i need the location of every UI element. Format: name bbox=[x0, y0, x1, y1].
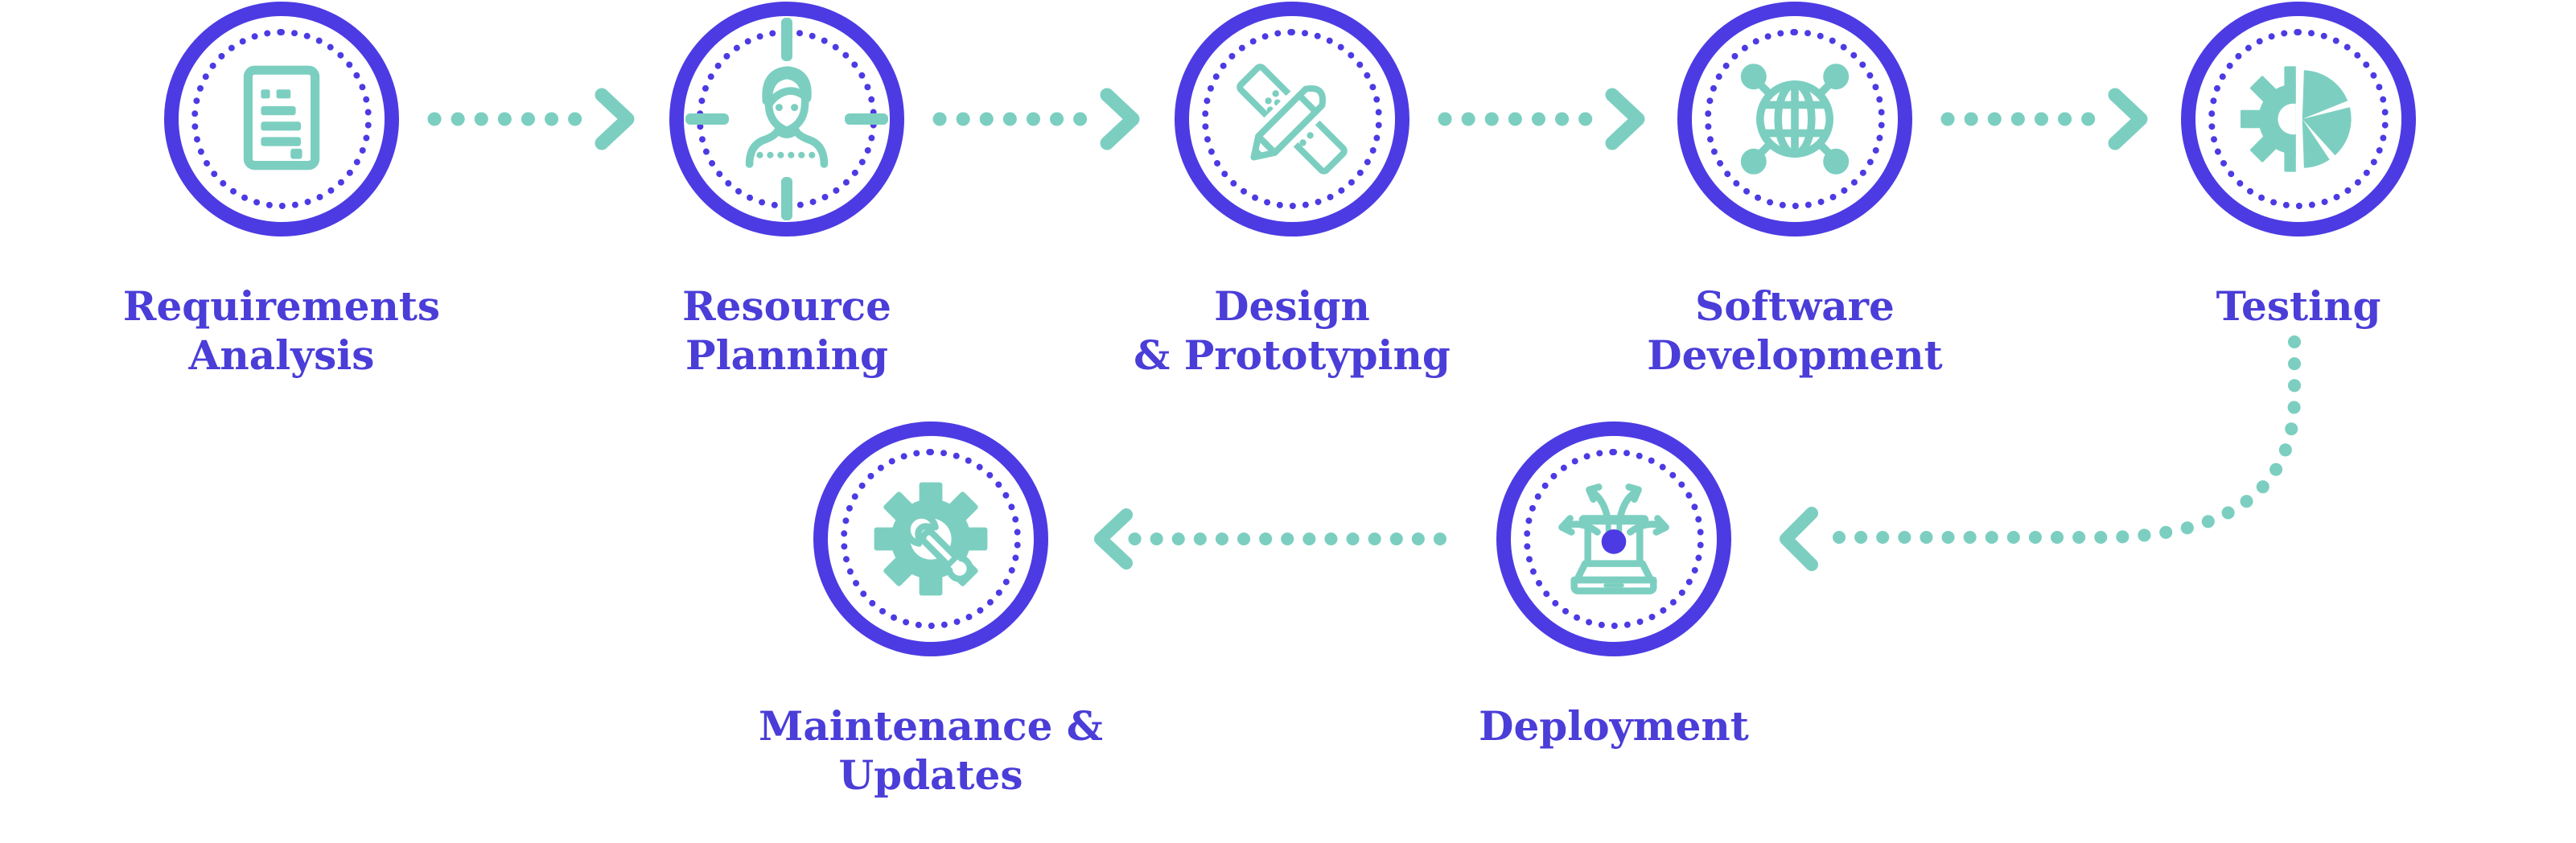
dotted-ring bbox=[191, 29, 372, 209]
gear-pie-icon bbox=[2241, 66, 2352, 172]
pencil-ruler-icon bbox=[1233, 62, 1349, 178]
stage-circle bbox=[1175, 2, 1409, 236]
globe-network-icon bbox=[1740, 64, 1850, 175]
dotted-ring bbox=[1705, 29, 1885, 209]
stage-software-development: Software Development bbox=[1537, 2, 2052, 380]
stage-label: Deployment bbox=[1479, 702, 1749, 750]
crosshair-tick-left bbox=[685, 113, 729, 125]
stage-maintenance-updates: Maintenance & Updates bbox=[673, 422, 1188, 800]
stage-label: Maintenance & Updates bbox=[759, 702, 1103, 799]
stage-circle bbox=[164, 2, 399, 236]
crosshair-tick-top bbox=[781, 18, 792, 61]
stage-design-prototyping: Design & Prototyping bbox=[1035, 2, 1549, 380]
stage-circle bbox=[1677, 2, 1912, 236]
deploy-dot bbox=[1601, 529, 1627, 554]
stage-circle bbox=[1496, 422, 1731, 656]
dotted-ring bbox=[1524, 449, 1704, 629]
stage-circle bbox=[669, 2, 904, 236]
stage-label: Design & Prototyping bbox=[1134, 282, 1451, 379]
stage-testing: Testing bbox=[2041, 2, 2556, 331]
gear-wrench-icon bbox=[874, 482, 988, 596]
stage-circle bbox=[2181, 2, 2416, 236]
stage-circle bbox=[813, 422, 1048, 656]
stage-label: Requirements Analysis bbox=[122, 282, 441, 379]
person-target-icon bbox=[745, 66, 829, 168]
dotted-ring bbox=[841, 449, 1021, 629]
stage-resource-planning: Resource Planning bbox=[529, 2, 1044, 380]
stage-label: Resource Planning bbox=[682, 282, 891, 379]
dotted-ring bbox=[2208, 29, 2389, 209]
dotted-ring bbox=[1202, 29, 1382, 209]
document-icon bbox=[243, 65, 320, 171]
stage-deployment: Deployment bbox=[1356, 422, 1871, 750]
crosshair-tick-right bbox=[845, 113, 888, 125]
laptop-arrows-icon bbox=[1558, 483, 1669, 594]
stage-requirements-analysis: Requirements Analysis bbox=[24, 2, 539, 380]
crosshair-tick-bottom bbox=[781, 177, 792, 220]
stage-label: Testing bbox=[2216, 282, 2381, 330]
stage-label: Software Development bbox=[1647, 282, 1943, 379]
